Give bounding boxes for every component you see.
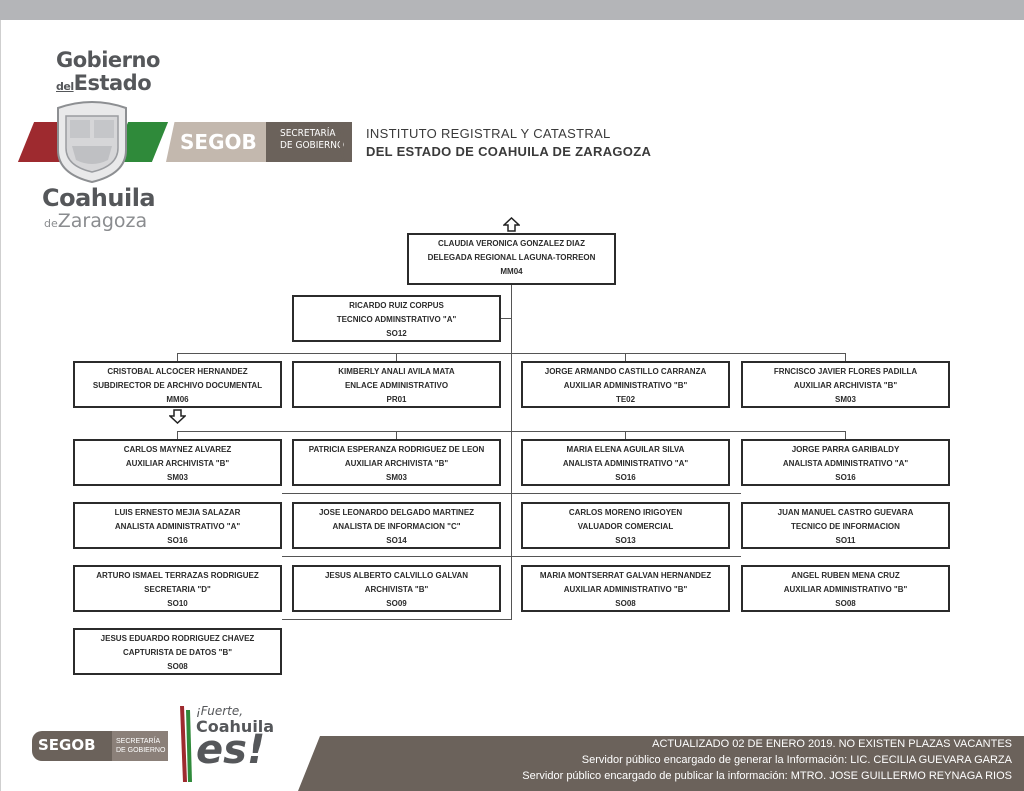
logo-zaragoza-text: Zaragoza: [57, 210, 148, 232]
institute-title-line2: DEL ESTADO DE COAHUILA DE ZARAGOZA: [366, 144, 652, 159]
footer-info-band: ACTUALIZADO 02 DE ENERO 2019. NO EXISTEN…: [298, 736, 1024, 791]
slogan-coahuila: Coahuila: [196, 717, 275, 736]
org-box-head: CLAUDIA VERONICA GONZALEZ DIAZ DELEGADA …: [407, 233, 616, 285]
row3-connector: [282, 493, 741, 494]
segob-logo: [166, 122, 352, 162]
bracket-decoration: [340, 122, 355, 162]
footer-publisher-text: Servidor público encargado de publicar l…: [522, 770, 1012, 782]
logo-del-text: del: [56, 80, 74, 93]
slogan-fuerte: ¡Fuerte,: [196, 704, 244, 718]
slogan-es: es!: [196, 727, 266, 773]
arrow-down-icon: [169, 409, 186, 424]
row4-connector: [282, 556, 741, 557]
secretaria-text: SECRETARÍA DE GOBIERNO: [280, 128, 345, 151]
logo-gobierno-text: Gobierno: [56, 48, 160, 72]
assistant-connector: [500, 318, 511, 319]
row5-connector: [282, 619, 512, 620]
logo-de-text: de: [44, 217, 58, 230]
segob-text: SEGOB: [180, 130, 257, 154]
slogan-bars-icon: [180, 706, 192, 782]
left-border: [0, 20, 1, 791]
logo-estado-text: Estado: [73, 71, 152, 95]
footer-secretaria-text: SECRETARÍA DE GOBIERNO: [116, 738, 166, 754]
arrow-up-icon: [503, 217, 520, 232]
footer-segob-logo: [32, 731, 168, 761]
footer-updated-text: ACTUALIZADO 02 DE ENERO 2019. NO EXISTEN…: [652, 738, 1012, 750]
footer-segob-text: SEGOB: [38, 736, 96, 754]
top-bar: [0, 0, 1024, 20]
institute-title-line1: INSTITUTO REGISTRAL Y CATASTRAL: [366, 126, 611, 141]
footer-generator-text: Servidor público encargado de generar la…: [581, 754, 1012, 766]
org-box-assistant: RICARDO RUIZ CORPUS TECNICO ADMINSTRATIV…: [292, 295, 501, 342]
logo-gobierno-del-estado: Gobierno delEstado: [56, 50, 160, 94]
main-spine-line: [511, 284, 512, 619]
logo-coahuila-text: Coahuila: [42, 184, 156, 212]
row2-connector: [177, 431, 846, 432]
row1-connector: [177, 353, 846, 354]
coat-of-arms-icon: [57, 101, 127, 184]
